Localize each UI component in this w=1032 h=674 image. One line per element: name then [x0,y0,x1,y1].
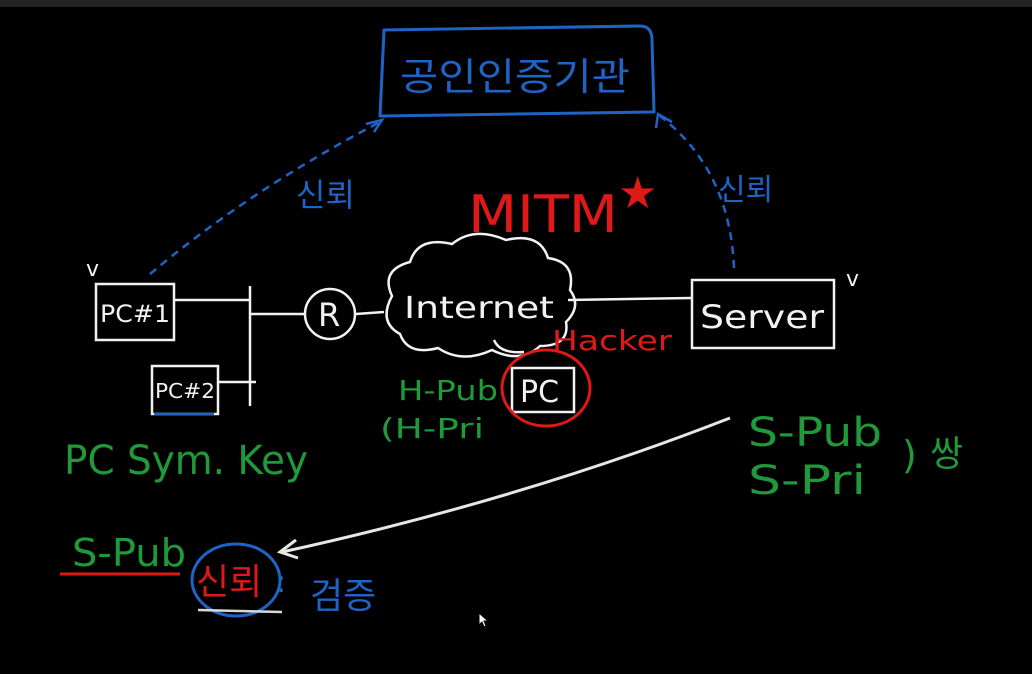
server-box [690,278,836,350]
trust-line-left [149,120,381,275]
server-pri-key: S-Pri [748,458,866,504]
trust-verify-circle [190,542,282,618]
internet-server-link [567,296,693,302]
internet-hacker-link [492,339,525,354]
internet-cloud [385,232,577,358]
pc1-label: PC#1 [100,300,170,328]
trust-arrowhead-left [365,118,385,133]
hacker-pc-box [510,366,576,414]
verify-separator: : [276,565,286,600]
server-key-pair-label: 쌍 [930,434,963,475]
server-label: Server [700,298,825,336]
trust-line-right [659,115,736,269]
verify-label: 검증 [310,576,376,617]
mouse-cursor-icon [478,612,490,628]
internet-label: Internet [404,291,554,326]
key-transfer-arrowhead [276,538,299,560]
client-spub-key: S-Pub [72,531,186,575]
pc2-label: PC#2 [155,379,215,403]
pc-sym-key-label: PC Sym. Key [64,438,308,484]
window-top-bar [0,0,1032,7]
server-check-mark: v [846,267,859,292]
trust-label-right: 신뢰 [718,173,773,208]
trust-label-left: 신뢰 [296,176,355,214]
trust-verify-underline [197,608,283,614]
router-circle [303,287,357,341]
hacker-label: Hacker [552,324,673,357]
hacker-pc-label: PC [520,375,559,410]
server-key-pair-brace: ) [902,433,917,477]
mitm-star-icon: ★ [618,168,657,219]
hacker-pri-key: (H-Pri [380,412,484,445]
cert-authority-label: 공인인증기관 [400,55,630,99]
hacker-pub-key: H-Pub [398,374,498,407]
trust-arrowhead-right [654,112,673,129]
server-pub-key: S-Pub [748,410,882,456]
pc1-check-mark: v [86,257,99,282]
cert-authority-node: 공인인증기관 [378,24,656,118]
key-transfer-arrow [281,416,731,554]
pc1-box [94,282,176,342]
hacker-pc-circle [500,348,592,428]
router-internet-link [355,310,385,316]
cert-authority-box [378,24,656,118]
router-label: R [318,296,340,334]
trust-verify-label: 신뢰 [196,562,262,603]
